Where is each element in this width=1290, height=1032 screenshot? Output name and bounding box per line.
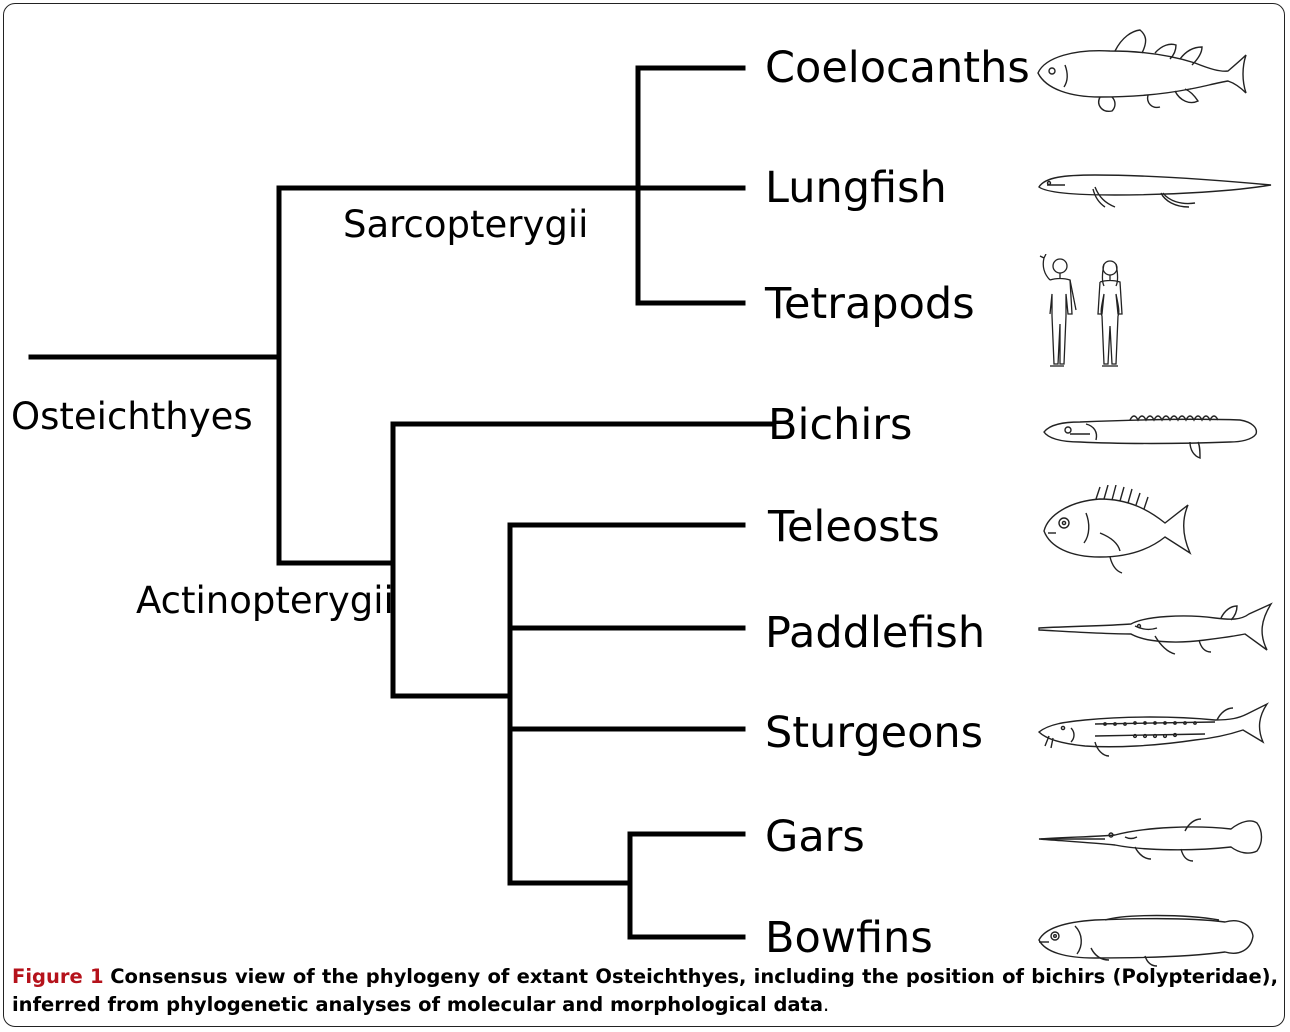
bichir-icon [1040,400,1260,460]
taxon-label: Tetrapods [765,283,975,326]
clade-label-actinopterygii: Actinopterygii [136,582,394,619]
sturgeon-icon [1035,702,1270,760]
coelacanth-icon [1030,25,1250,120]
taxon-label: Gars [765,816,865,859]
figure-label: Figure 1 [12,965,104,988]
lungfish-icon [1035,163,1275,211]
humans-icon [1030,254,1140,374]
clade-label-sarcopterygii: Sarcopterygii [343,206,588,243]
paddlefish-icon [1035,600,1275,660]
gar-icon [1035,807,1265,869]
taxon-label: Bowfins [765,917,933,960]
taxon-label: Teleosts [768,506,940,549]
taxon-label: Bichirs [768,404,912,447]
taxon-label: Sturgeons [765,712,983,755]
taxon-label: Lungfish [765,167,947,210]
figure-caption: Figure 1 Consensus view of the phylogeny… [12,963,1278,1019]
clade-label-osteichthyes: Osteichthyes [11,398,253,435]
caption-text: Consensus view of the phylogeny of extan… [12,965,1278,1016]
teleost-icon [1040,485,1200,575]
bowfin-icon [1035,908,1255,968]
caption-period: . [823,993,829,1016]
taxon-label: Paddlefish [765,612,985,655]
taxon-label: Coelocanths [765,47,1030,90]
